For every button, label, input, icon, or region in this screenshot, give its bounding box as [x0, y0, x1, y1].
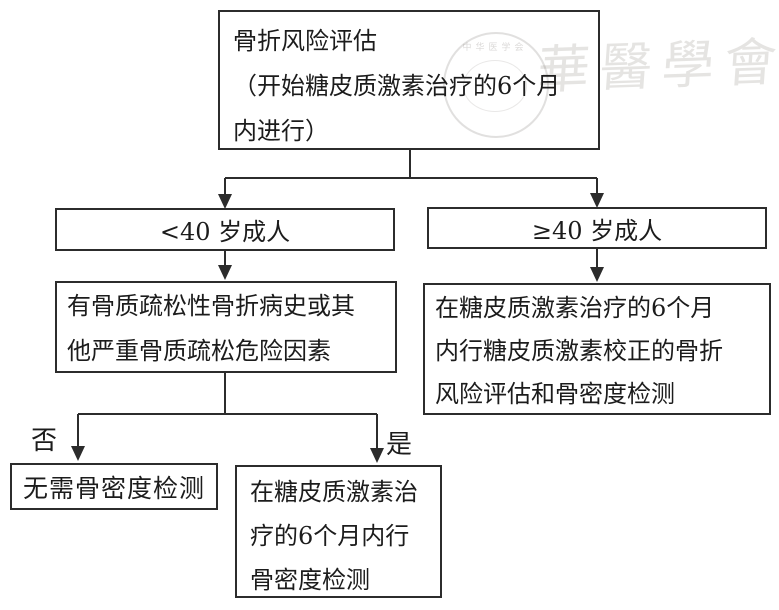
node-text-line: 骨密度检测 — [250, 566, 370, 594]
arrowhead-under40 — [218, 194, 232, 209]
arrowhead-risk — [218, 265, 232, 280]
node-text-line: ≥40 岁成人 — [531, 216, 663, 245]
arrowhead-do-bmd — [370, 448, 384, 463]
arrowhead-assess — [590, 267, 604, 282]
node-text-line: 风险评估和骨密度检测 — [435, 380, 675, 408]
node-adults-under-40: <40 岁成人 — [55, 208, 395, 251]
node-text-line: 有骨质疏松性骨折病史或其 — [67, 292, 355, 320]
node-fracture-risk-assessment: 骨折风险评估 （开始糖皮质激素治疗的6个月 内进行） — [218, 10, 600, 150]
node-no-bmd-testing: 无需骨密度检测 — [10, 463, 218, 510]
watermark-seal-text: 中华医学会 — [462, 43, 528, 53]
node-text-line: 内进行） — [233, 117, 329, 145]
node-text-line: 在糖皮质激素治疗的6个月 — [435, 294, 715, 322]
node-text-line: 无需骨密度检测 — [22, 473, 205, 503]
node-do-bmd-testing: 在糖皮质激素治 疗的6个月内行 骨密度检测 — [235, 465, 442, 598]
node-osteoporosis-risk-history: 有骨质疏松性骨折病史或其 他严重骨质疏松危险因素 — [55, 281, 397, 373]
branch-label-yes: 是 — [386, 430, 413, 460]
watermark-seal-icon: 中华医学会 — [443, 32, 549, 138]
node-text-line: 疗的6个月内行 — [250, 522, 410, 550]
node-corrected-risk-assessment: 在糖皮质激素治疗的6个月 内行糖皮质激素校正的骨折 风险评估和骨密度检测 — [423, 283, 771, 415]
watermark-seal-emblem — [463, 60, 527, 112]
arrowhead-no-bmd — [71, 446, 85, 461]
node-text-line: 骨折风险评估 — [233, 27, 377, 55]
node-adults-40-and-over: ≥40 岁成人 — [427, 207, 767, 249]
branch-label-no: 否 — [31, 426, 58, 456]
node-text-line: （开始糖皮质激素治疗的6个月 — [233, 72, 561, 100]
node-text-line: 内行糖皮质激素校正的骨折 — [435, 337, 723, 365]
arrowhead-over40 — [590, 193, 604, 208]
node-text-line: 他严重骨质疏松危险因素 — [67, 337, 331, 365]
node-text-line: <40 岁成人 — [159, 218, 291, 246]
node-text-line: 在糖皮质激素治 — [250, 478, 418, 506]
